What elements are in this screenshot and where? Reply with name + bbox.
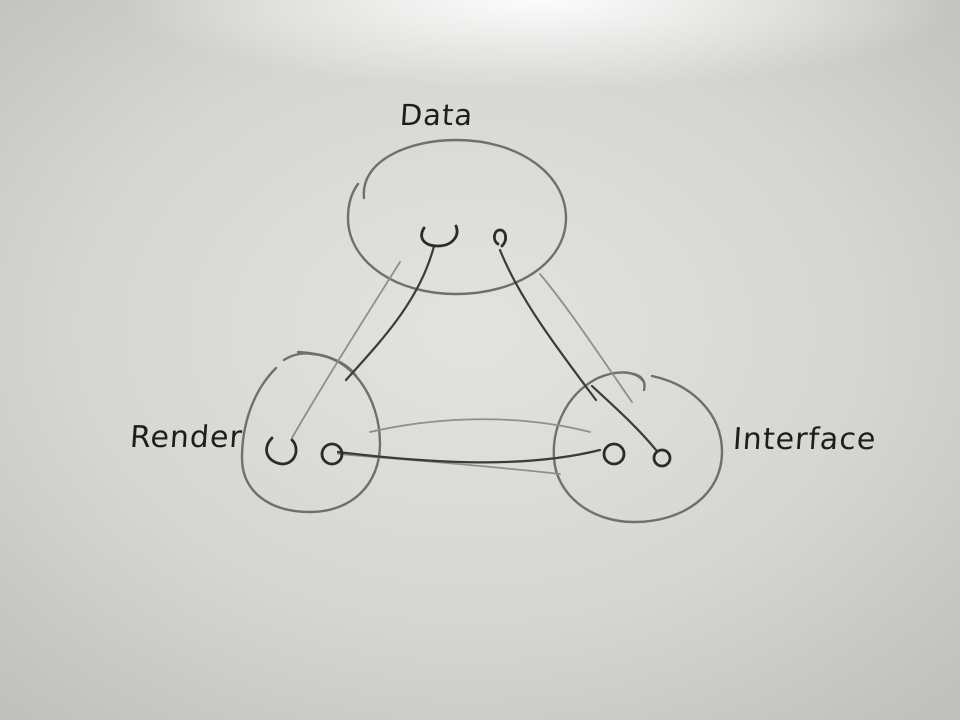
wire-data-render-light [291, 261, 401, 439]
wire-data-interface [498, 248, 598, 402]
data-socket-left [420, 224, 459, 248]
data-module-label: Data [398, 98, 475, 132]
data-socket-right [493, 228, 507, 248]
wire-data-render [344, 244, 436, 382]
wire-render-interface-light [369, 418, 591, 433]
render-socket-left [265, 436, 298, 466]
wire-data-interface-inner [590, 384, 658, 452]
interface-module-outline [552, 371, 724, 524]
render-module-outline-tail [296, 350, 358, 378]
interface-module-label: Interface [731, 422, 878, 457]
render-module-label: Render [128, 420, 245, 455]
wire-render-interface [336, 448, 602, 464]
wire-render-interface-light-lower [337, 453, 561, 475]
render-module-outline [240, 352, 382, 514]
interface-socket-right [652, 448, 672, 468]
interface-module-outline-tail [632, 372, 646, 392]
interface-socket-left [602, 442, 626, 466]
wire-data-interface-light [539, 273, 633, 403]
data-module-outline [346, 138, 568, 296]
render-socket-right [320, 442, 344, 466]
